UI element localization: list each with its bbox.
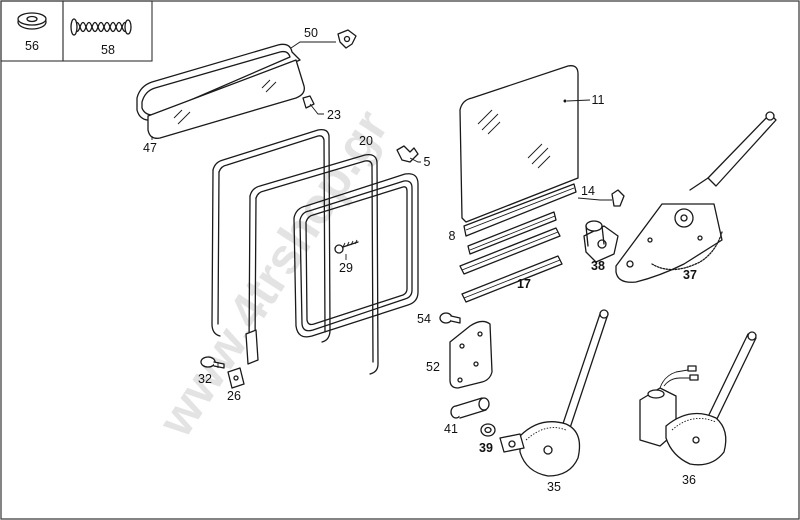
part-54-bolt xyxy=(439,312,461,324)
part-11-door-glass xyxy=(459,65,579,223)
part-26-bracket xyxy=(227,329,259,389)
label-26: 26 xyxy=(227,389,241,403)
label-36: 36 xyxy=(682,473,696,487)
part-36-electric-regulator xyxy=(639,331,757,466)
label-23: 23 xyxy=(327,108,341,122)
part-5-window-frame xyxy=(293,145,419,338)
part-52-plate xyxy=(449,320,493,389)
label-32: 32 xyxy=(198,372,212,386)
part-38-motor xyxy=(583,220,619,263)
label-35: 35 xyxy=(547,480,561,494)
part-8-channel xyxy=(463,183,577,237)
watermark: www.4trshop.gr xyxy=(147,100,399,447)
part-35-manual-regulator xyxy=(499,309,609,477)
label-47: 47 xyxy=(143,141,157,155)
label-38: 38 xyxy=(591,259,605,273)
label-54: 54 xyxy=(417,312,431,326)
part-47-glass-frame xyxy=(136,43,305,139)
label-29: 29 xyxy=(339,261,353,275)
inset-box-56: 56 xyxy=(0,0,64,62)
label-37: 37 xyxy=(683,268,697,282)
part-14-rubber-strip xyxy=(467,189,625,255)
part-50-clip xyxy=(337,29,357,49)
part-23-outer-seal xyxy=(211,95,331,343)
label-5: 5 xyxy=(424,155,431,169)
label-39: 39 xyxy=(479,441,493,455)
label-56: 56 xyxy=(25,39,39,53)
label-50: 50 xyxy=(304,26,318,40)
part-37-regulator xyxy=(615,111,777,283)
label-17: 17 xyxy=(517,277,531,291)
label-52: 52 xyxy=(426,360,440,374)
inset-box-58: 58 xyxy=(62,0,153,62)
label-11: 11 xyxy=(592,93,605,107)
part-29-screw xyxy=(334,239,359,254)
part-17-strips xyxy=(459,227,563,303)
label-14: 14 xyxy=(581,184,595,198)
label-41: 41 xyxy=(444,422,458,436)
label-8: 8 xyxy=(449,229,456,243)
part-41-spacer xyxy=(450,397,490,419)
label-20: 20 xyxy=(359,134,373,148)
label-58: 58 xyxy=(101,43,115,57)
part-32-bolt xyxy=(200,356,225,369)
part-39-grommet xyxy=(480,423,496,437)
